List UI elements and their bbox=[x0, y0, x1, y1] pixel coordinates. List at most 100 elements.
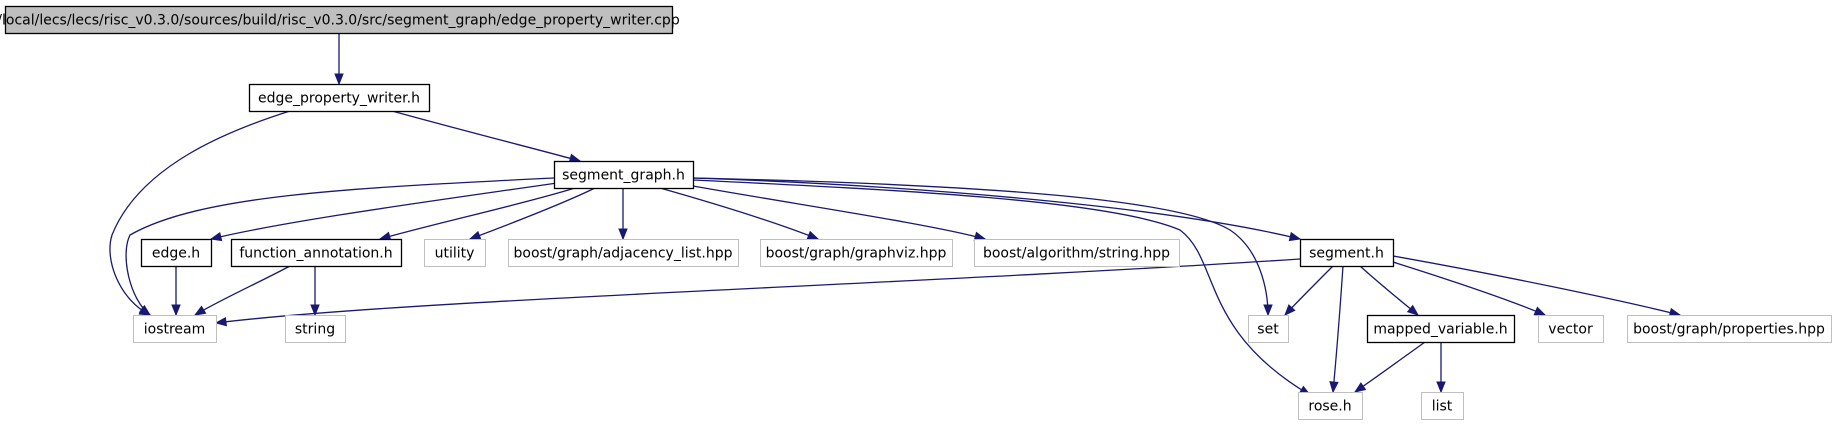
node-label: utility bbox=[435, 246, 475, 262]
arrowhead bbox=[1284, 304, 1296, 316]
node-label: edge_property_writer.h bbox=[258, 91, 420, 107]
node-box bbox=[133, 315, 217, 343]
node-label: boost/algorithm/string.hpp bbox=[983, 246, 1170, 262]
node-str: boost/algorithm/string.hpp bbox=[974, 239, 1180, 267]
edge-line bbox=[194, 265, 291, 316]
arrowhead bbox=[138, 304, 152, 316]
node-box bbox=[1248, 315, 1289, 343]
arrowhead bbox=[1329, 381, 1339, 394]
node-label: /local/lecs/lecs/risc_v0.3.0/sources/bui… bbox=[0, 13, 680, 29]
node-set: set bbox=[1248, 315, 1289, 343]
node-utility: utility bbox=[424, 239, 486, 267]
node-label: segment_graph.h bbox=[562, 168, 685, 184]
node-label: edge.h bbox=[152, 246, 200, 262]
node-box bbox=[1299, 238, 1395, 268]
arrowhead bbox=[806, 230, 820, 240]
arrowhead bbox=[193, 305, 207, 316]
arrowhead bbox=[1288, 231, 1302, 242]
edge-line bbox=[1392, 255, 1681, 316]
edge-sg-to-edge bbox=[209, 182, 558, 242]
node-root[interactable]: /local/lecs/lecs/risc_v0.3.0/sources/bui… bbox=[0, 5, 680, 35]
node-box bbox=[1421, 392, 1464, 420]
edge-line bbox=[210, 182, 558, 240]
arrowhead bbox=[214, 316, 228, 327]
arrowhead bbox=[171, 304, 181, 317]
edge-line bbox=[1332, 265, 1344, 393]
arrowhead bbox=[1263, 304, 1273, 317]
node-box bbox=[760, 239, 953, 267]
edge-line bbox=[1392, 261, 1546, 316]
node-epw[interactable]: edge_property_writer.h bbox=[248, 83, 431, 113]
edge-mv-to-rose bbox=[1353, 341, 1426, 393]
edge-line bbox=[125, 177, 555, 316]
node-iostream: iostream bbox=[133, 315, 217, 343]
edge-line bbox=[469, 187, 596, 240]
node-fa[interactable]: function_annotation.h bbox=[230, 238, 403, 268]
edge-seg-to-iostream bbox=[214, 258, 1301, 327]
edge-edge-to-iostream bbox=[171, 265, 181, 317]
node-box bbox=[248, 83, 431, 113]
node-box bbox=[1298, 392, 1363, 420]
edge-seg-to-mv bbox=[1359, 265, 1420, 316]
edge-sg-to-adj bbox=[618, 187, 628, 241]
node-label: string bbox=[295, 322, 335, 338]
edge-line bbox=[109, 110, 291, 316]
node-label: boost/graph/properties.hpp bbox=[1633, 322, 1825, 338]
node-string: string bbox=[285, 315, 346, 343]
edge-sg-to-set bbox=[692, 177, 1273, 317]
edge-sg-to-rose bbox=[692, 179, 1312, 396]
edge-root-to-epw bbox=[334, 33, 344, 86]
edge-line bbox=[692, 177, 1269, 316]
nodes-layer: /local/lecs/lecs/risc_v0.3.0/sources/bui… bbox=[0, 5, 1832, 420]
node-label: function_annotation.h bbox=[239, 246, 392, 262]
node-box bbox=[4, 5, 674, 35]
node-list: list bbox=[1421, 392, 1464, 420]
edges-layer bbox=[109, 33, 1682, 396]
edge-epw-to-sg bbox=[391, 110, 582, 163]
arrowhead bbox=[310, 304, 320, 317]
node-box bbox=[1366, 314, 1516, 344]
node-label: iostream bbox=[144, 322, 206, 338]
node-label: set bbox=[1257, 322, 1279, 338]
edge-sg-to-seg bbox=[692, 177, 1302, 242]
node-vector: vector bbox=[1538, 315, 1604, 343]
node-label: list bbox=[1432, 399, 1453, 415]
edge-seg-to-rose bbox=[1329, 265, 1344, 394]
node-props: boost/graph/properties.hpp bbox=[1627, 315, 1832, 343]
node-rose: rose.h bbox=[1298, 392, 1363, 420]
edge-fa-to-iostream bbox=[193, 265, 291, 316]
node-label: boost/graph/adjacency_list.hpp bbox=[514, 246, 733, 262]
node-box bbox=[553, 160, 695, 190]
edge-line bbox=[215, 258, 1301, 324]
node-box bbox=[1538, 315, 1604, 343]
node-label: vector bbox=[1548, 322, 1593, 338]
arrowhead bbox=[209, 231, 223, 242]
node-box bbox=[424, 239, 486, 267]
edge-seg-to-set bbox=[1284, 265, 1334, 316]
arrowhead bbox=[1406, 304, 1420, 316]
edge-line bbox=[692, 185, 986, 240]
edge-sg-to-iostream bbox=[125, 177, 555, 316]
node-gv: boost/graph/graphviz.hpp bbox=[760, 239, 953, 267]
arrowhead bbox=[1533, 306, 1547, 316]
node-box bbox=[285, 315, 346, 343]
edge-seg-to-vector bbox=[1392, 261, 1547, 316]
node-edge[interactable]: edge.h bbox=[140, 238, 213, 268]
edge-line bbox=[692, 177, 1301, 240]
node-label: boost/graph/graphviz.hpp bbox=[766, 246, 947, 262]
node-mv[interactable]: mapped_variable.h bbox=[1366, 314, 1516, 344]
edge-fa-to-string bbox=[310, 266, 320, 317]
node-adj: boost/graph/adjacency_list.hpp bbox=[508, 239, 739, 267]
node-box bbox=[508, 239, 739, 267]
edge-line bbox=[1359, 265, 1419, 316]
node-sg[interactable]: segment_graph.h bbox=[553, 160, 695, 190]
edge-line bbox=[391, 110, 581, 162]
arrowhead bbox=[618, 228, 628, 241]
node-box bbox=[140, 238, 213, 268]
edge-sg-to-gv bbox=[659, 187, 820, 240]
node-seg[interactable]: segment.h bbox=[1299, 238, 1395, 268]
edge-sg-to-utility bbox=[468, 187, 596, 240]
arrowhead bbox=[1353, 382, 1367, 393]
edge-line bbox=[659, 187, 819, 240]
